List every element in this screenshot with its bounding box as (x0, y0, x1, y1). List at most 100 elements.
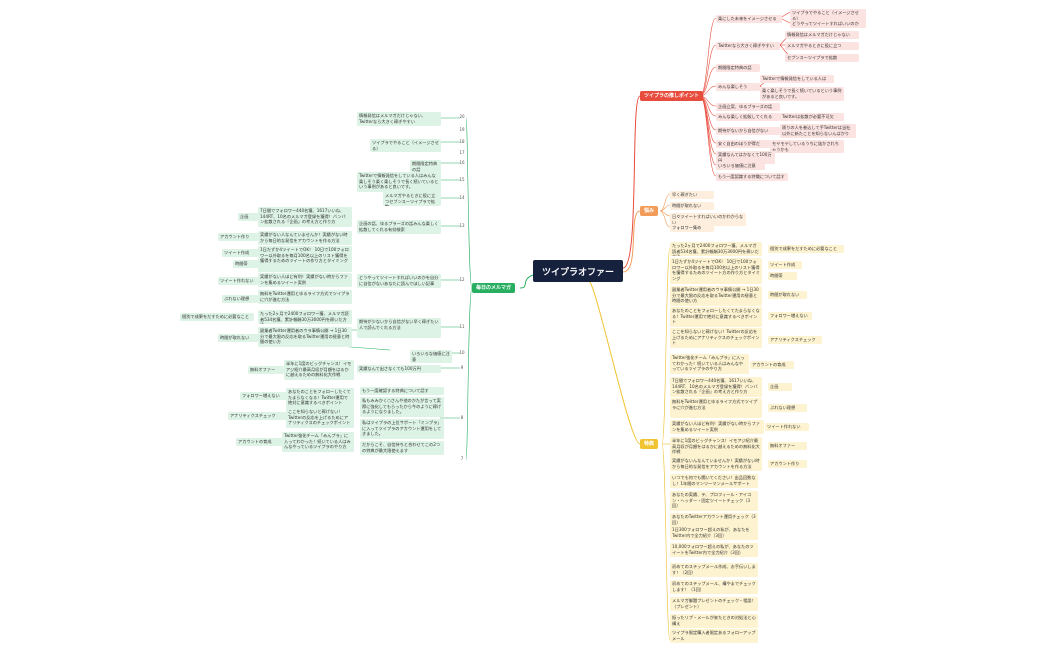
branch-features[interactable]: 特典 (640, 439, 659, 449)
points-node[interactable]: Twitterなら大きく稼ぎやすい (716, 42, 780, 50)
points-node[interactable]: メルマガやるときに役に立つ (785, 42, 859, 50)
points-node[interactable]: いろいろ価値に注意 (716, 162, 765, 170)
points-node[interactable]: ツイプラでやること（イメージさせる） (790, 9, 866, 23)
points-node[interactable]: みんな楽しそう (716, 83, 760, 91)
daily-node[interactable]: 時間帯 (233, 260, 258, 268)
points-node[interactable]: 企画立案、ゆるブラーズの話 (716, 103, 780, 111)
daily-node[interactable]: アカウントの育成 (236, 438, 286, 446)
daily-node[interactable]: 私はツイプラの上位サポート「ミンプラ」に入ってツイプラのアカウント運用をしてきま… (360, 419, 444, 439)
features-node[interactable]: 1日300フォロワー超えの私が、あなたをTwitter内で全力紹介（3回） (670, 526, 758, 540)
features-node[interactable]: アカウント作り (768, 460, 807, 468)
daily-node[interactable]: 企画の話、ゆるブラーズの話みんな楽しく拡散してくれる有効検索 (357, 220, 441, 234)
points-node[interactable]: 期間限定特典の話 (716, 64, 760, 72)
daily-node[interactable]: アナリティクスチェック (228, 412, 286, 420)
daily-node[interactable]: 実績なんて出さなくても100万円 (357, 365, 441, 373)
features-node[interactable]: 実績がない人ほど有利！実績がない時からファンを集めるツイート実例 (670, 420, 764, 434)
features-node[interactable]: 実績がないんなんていませんか！実績がない時から毎日的な発信をアカウントを作る方法 (670, 457, 762, 471)
daily-node[interactable]: どうやってツイートすればいいのかを自分に自信がないあなたに読んでほしい記事 (357, 274, 441, 288)
features-node[interactable]: 無料オファー (768, 442, 807, 450)
features-node[interactable]: 10,000フォロワー超えの私が、あなたのツイートをTwitter内で全力紹介（… (670, 543, 758, 557)
daily-node[interactable]: Twitter強化チーム「みんプラ」に入ってわかった！続いている人はみんなやって… (282, 432, 354, 452)
features-node[interactable]: あなたの実績、テ、プロフィール・アイコン・ヘッダー・固定ツイートチェック（3回） (670, 491, 758, 511)
daily-node[interactable]: 無料オファー (248, 366, 284, 374)
features-node[interactable]: 時間帯 (768, 272, 797, 280)
features-node[interactable]: 7日間でフォロワー440名獲、1617いいね、144RT、10名のメルマガ登録を… (670, 377, 762, 397)
features-node[interactable]: いつでも何でも聞いてください！出品回数なし！1年間のマンツーマンメールサポート (670, 474, 758, 488)
features-node[interactable]: 初めてのステップメール、構やまでチェックします！（1回） (670, 580, 758, 594)
features-node[interactable]: 時間が取れない (768, 291, 807, 299)
features-node[interactable]: ぶれない理想 (768, 404, 807, 412)
daily-node[interactable]: 期待が少ないから自信がない早く稼ぎたい人で読んでくれる方法 (357, 318, 441, 338)
features-node[interactable]: ここを知らないと稼げない！Twitterの反応を上げるためにアナリティクスのチェ… (670, 328, 762, 348)
daily-node[interactable]: 情報発信はメルマガだけじゃない、Twitterなら大きく稼ぎやすい (357, 112, 441, 126)
daily-node[interactable]: あなたのことをフォローしたくてたまらなくなる！Twitter運用で絶対に意識する… (286, 388, 354, 408)
worries-node[interactable]: 時間が取れない (670, 202, 714, 210)
daily-node[interactable]: フォロワー増えない (240, 392, 286, 400)
daily-node[interactable]: 無料をTwitter運用とゆるライフ方式でツイプラに穴が進む方法 (258, 290, 352, 304)
features-node[interactable]: Twitter強化チーム「みんプラ」に入ってわかった！続いている人はみんなやって… (670, 354, 749, 374)
features-node[interactable]: 1日たずか4ツイートでOK！ 10日で100フォロワー以外取るを毎月100名以上… (670, 258, 762, 284)
daily-node[interactable]: 実績がない人なんていませんか！実績がない時から毎日的な発信をアカウントを作る方法 (258, 231, 352, 245)
daily-node[interactable]: Twitterで情報発信をしている人はみんな楽しそう楽く楽しそうで長く続いている… (357, 172, 441, 192)
daily-node[interactable]: ツイート作成 (222, 249, 258, 257)
points-node[interactable]: 安く自由のほうが得だ (716, 140, 770, 148)
daily-node[interactable]: 副業者Twitter運用者のウラ事情公開 → 1日30分で最大限の反応を取るTw… (258, 327, 352, 347)
features-node[interactable]: 無料をTwitter運用とゆるライフ方式でツイプラに穴が進む方法 (670, 398, 762, 418)
points-node[interactable]: Twitterで情報発信をしている人は (760, 75, 834, 83)
worries-node[interactable]: フォロワー集め (670, 224, 714, 232)
features-node[interactable]: ツイート作成 (768, 261, 802, 269)
daily-node[interactable]: 7日間でフォロワー440名獲、1617いいね、144RT、10名のメルマガ登録を… (258, 207, 352, 227)
features-node[interactable]: 個別で成果をだすために必要なこと (768, 245, 844, 253)
points-node[interactable]: みんな楽しく拡販してくれる (716, 113, 780, 121)
points-node[interactable]: Twitterは拡散が必要不可欠 (780, 113, 844, 121)
branch-daily[interactable]: 毎日のメルマガ (472, 283, 516, 293)
daily-node[interactable]: メルマガやるときに役に立つセブンスーツイプラで拡散 (383, 192, 441, 206)
daily-node[interactable]: 半年に1度のビッグチャンス！イモアジ紹介最高月収が月額をはるかに越えるための無料… (284, 360, 354, 380)
daily-node[interactable]: 時間が取れない (218, 334, 258, 342)
features-node[interactable]: 企画 (768, 383, 792, 391)
daily-node[interactable]: 個別で成果をだすために必要なこと (180, 313, 254, 321)
daily-node[interactable]: ツイプラでやること（イメージさせる） (370, 139, 441, 153)
points-node[interactable]: 楽にした未来をイメージさせる (716, 15, 782, 23)
points-node[interactable]: 実績なんてはかなくて100万円 (716, 151, 775, 165)
features-node[interactable]: 振ったリプ・メールが来たときの対処法と心構え (670, 614, 758, 628)
features-node[interactable]: アカウントの育成 (750, 361, 794, 369)
branch-points[interactable]: ツイプラの推しポイント (640, 91, 704, 101)
daily-node[interactable]: ツイート作れない (218, 277, 258, 285)
daily-node[interactable]: いろいろな価値に注意 (410, 350, 452, 364)
features-node[interactable]: あなたのTwitterアカウント運用チェック（3回） (670, 513, 758, 527)
worries-node[interactable]: 早く稼ぎたい (670, 191, 714, 199)
features-node[interactable]: たった2ヶ月で2400フォロワー獲、メルマガ読者534名獲、累計報酬30万300… (670, 242, 762, 256)
daily-node[interactable]: 私もみみかく○さんや他のかたが言って実際に強化してもらったから今のように稼げるよ… (360, 397, 444, 417)
features-node[interactable]: 副業者Twitter運用者のウラ事情公開 → 1日30分で最大限の反応を取るTw… (670, 286, 762, 306)
daily-node[interactable]: もう一度確認する特典について話す (360, 387, 444, 395)
points-node[interactable]: もう一度認識する特徴について話す (716, 173, 788, 181)
daily-node[interactable]: 期間限定特典の話 (410, 160, 441, 174)
daily-node[interactable]: だからこそ、自信持ちと合わせてこの2つの特典が最大限使えます (360, 441, 444, 455)
branch-worries[interactable]: 悩み (640, 206, 659, 216)
points-node[interactable]: セプンスーツイプラで拡散 (785, 54, 859, 62)
daily-node[interactable]: ぶれない理想 (222, 295, 258, 303)
points-node[interactable]: どうやってツイートすればいいのか (790, 20, 866, 28)
daily-node[interactable]: たった2ヶ月で2400フォロワー獲、メルマガ読者534名獲、累計報酬30万300… (258, 310, 352, 324)
points-node[interactable]: 楽く楽しそうで長く続いているという事例があると良いです。 (760, 87, 844, 101)
points-node[interactable]: 情報発信はメルマガだけじゃない (785, 31, 859, 39)
points-node[interactable]: 期待がないから自信がない (716, 127, 780, 135)
daily-node[interactable]: 1日たずか4ツイートでOK！ 10日で100フォロワー以外取るを毎月100名以上… (258, 246, 352, 272)
points-node[interactable]: モヤモヤしているうちに抜かされちゃうかも (770, 140, 844, 154)
features-node[interactable]: ツイート作れない (765, 423, 809, 431)
daily-node[interactable]: 実績がない人ほど有利！実績がない時からファンを集めるツイート実例 (258, 273, 352, 287)
points-node[interactable]: 周りの人を巻込して手Twitterは当社以外に新たことを知らないんばかり (780, 124, 856, 138)
features-node[interactable]: 初めてのステップメール作成、お手伝いします！（2回） (670, 563, 758, 577)
features-node[interactable]: 半年に1度のビッグチャンス！イモアジ紹介最高月収が月額をはるかに越えるための無料… (670, 437, 762, 457)
daily-node[interactable]: アカウント作り (218, 233, 258, 241)
features-node[interactable]: ツイプラ限定購入者限定あるフォローアップメール (670, 629, 758, 643)
root-node[interactable]: ツイプラオファー (533, 260, 623, 282)
features-node[interactable]: アナリティクスチェック (768, 336, 822, 344)
worries-node[interactable]: 日々ツイートすればいいのかわからない (670, 213, 746, 227)
features-node[interactable]: あなたのことをフォローしたくてたまらなくなる！Twitter運用で絶対に意識する… (670, 307, 762, 327)
features-node[interactable]: フォロワー増えない (768, 312, 812, 320)
features-node[interactable]: メルマガ御題プレゼントのチェック・相談！（プレゼント） (670, 597, 758, 611)
daily-node[interactable]: 企画 (238, 213, 258, 221)
daily-node[interactable]: ここを知らないと稼げない！Twitterの反応を上げるためにアナリティクスのチェ… (286, 408, 354, 428)
